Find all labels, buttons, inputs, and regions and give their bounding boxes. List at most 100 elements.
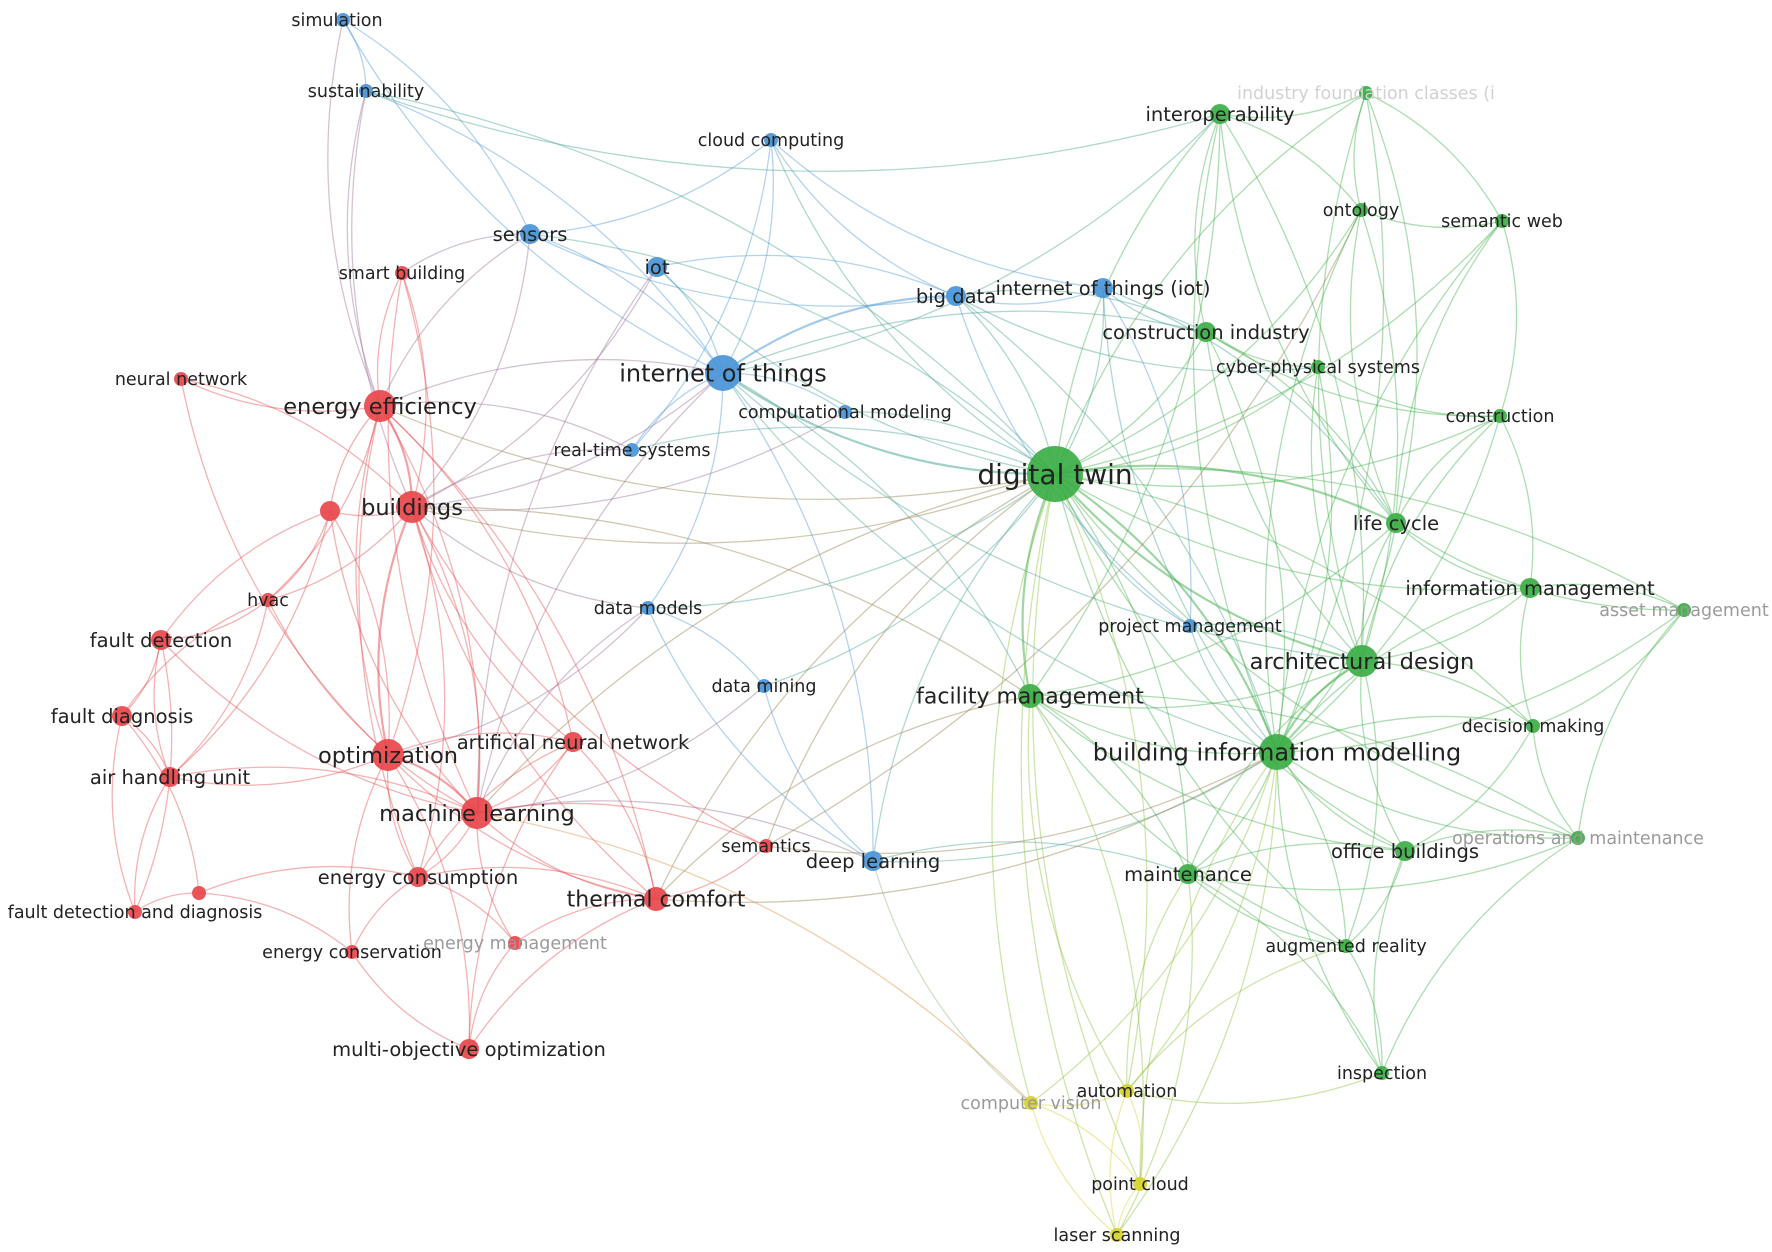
edge-computer-vision-automation [1030, 1090, 1128, 1107]
edge-optimization-energy-conservation [348, 754, 389, 953]
edge-asset-management-decision-making [1532, 609, 1685, 727]
node-cloud-computing[interactable] [764, 133, 778, 147]
edge-sustainability-digital-twin [365, 90, 1056, 475]
node-hvac[interactable] [261, 593, 275, 607]
node-computational-modeling[interactable] [838, 405, 852, 419]
node-real-time-systems[interactable] [625, 443, 639, 457]
edge-internet-of-things-interoperability [722, 113, 1221, 374]
label-neural-network: neural network [115, 370, 248, 390]
edge-ontology-semantic-web [1360, 209, 1503, 229]
node-information-management[interactable] [1520, 578, 1540, 598]
edge-ontology-building-information-modelling [1264, 209, 1362, 753]
edge-hvac-fault-detection [160, 599, 269, 641]
node-air-handling-unit[interactable] [160, 767, 180, 787]
node-thermal-comfort[interactable] [644, 887, 668, 911]
edge-buildings-digital-twin [411, 473, 1056, 544]
edge-neural-network-optimization [180, 378, 389, 756]
node-internet-of-things[interactable] [705, 355, 741, 391]
node-life-cycle[interactable] [1386, 513, 1406, 533]
node-semantic-web[interactable] [1495, 214, 1509, 228]
node-energy-management[interactable] [508, 936, 522, 950]
node-simulation[interactable] [336, 13, 350, 27]
node-fault-detection-and-diagnosis[interactable] [128, 905, 142, 919]
edge-buildings-semantics [411, 506, 767, 847]
label-information-management: information management [1405, 577, 1655, 600]
node-digital-twin[interactable] [1027, 446, 1083, 502]
node-facility-management[interactable] [1018, 684, 1042, 708]
edge-smart-building-optimization [387, 272, 435, 756]
edge-project-management-architectural-design [1189, 623, 1363, 662]
node-fault-detection[interactable] [151, 630, 171, 650]
edge-point-cloud-digital-twin [1032, 473, 1141, 1185]
edge-buildings-energy-consumption [411, 506, 446, 878]
edge-building-information-modelling-augmented-reality [1276, 751, 1347, 947]
node-artificial-neural-network[interactable] [563, 732, 583, 752]
edge-semantics-digital-twin [765, 473, 1056, 847]
node-internet-of-things-iot[interactable] [1093, 278, 1113, 298]
edge-internet-of-things-digital-twin [722, 372, 1056, 476]
node-unlabeled-red[interactable] [320, 501, 340, 521]
node-iot[interactable] [647, 257, 667, 277]
node-construction[interactable] [1493, 409, 1507, 423]
node-energy-efficiency[interactable] [364, 390, 396, 422]
edge-interoperability-facility-management [1029, 113, 1221, 697]
edge-internet-of-things-iot-digital-twin [1054, 287, 1105, 475]
node-construction-industry[interactable] [1196, 322, 1216, 342]
edge-interoperability-building-information-modelling [1192, 113, 1278, 753]
node-semantics[interactable] [759, 839, 773, 853]
node-data-models[interactable] [641, 601, 655, 615]
node-neural-network[interactable] [174, 372, 188, 386]
node-energy-conservation[interactable] [345, 945, 359, 959]
node-decision-making[interactable] [1526, 719, 1540, 733]
edge-facility-management-building-information-modelling [1029, 695, 1278, 755]
edge-architectural-design-decision-making [1361, 660, 1534, 727]
edge-computer-vision-machine-learning [476, 812, 1032, 1104]
node-ontology[interactable] [1354, 203, 1368, 217]
edge-digital-twin-facility-management [1021, 473, 1057, 697]
edge-computer-vision-building-information-modelling [1030, 751, 1278, 1104]
edge-machine-learning-digital-twin [476, 473, 1056, 814]
node-cyber-physical-systems[interactable] [1311, 360, 1325, 374]
edge-computational-modeling-digital-twin [844, 411, 1056, 475]
node-buildings[interactable] [396, 491, 428, 523]
node-laser-scanning[interactable] [1110, 1228, 1124, 1242]
edge-buildings-thermal-comfort [411, 506, 657, 900]
node-inspection[interactable] [1375, 1066, 1389, 1080]
edge-internet-of-things-machine-learning [476, 372, 724, 814]
node-data-mining[interactable] [757, 679, 771, 693]
node-sensors[interactable] [520, 224, 540, 244]
node-multi-objective-optimization[interactable] [459, 1039, 479, 1059]
edge-maintenance-office-buildings [1187, 842, 1406, 875]
node-interoperability[interactable] [1210, 104, 1230, 124]
node-office-buildings[interactable] [1395, 841, 1415, 861]
edge-computer-vision-deep-learning [872, 860, 1032, 1104]
edge-big-data-construction-industry [955, 289, 1207, 333]
node-optimization[interactable] [372, 739, 404, 771]
node-operations-and-maintenance[interactable] [1571, 831, 1585, 845]
edge-building-information-modelling-maintenance [1187, 751, 1278, 875]
node-computer-vision[interactable] [1024, 1096, 1038, 1110]
edge-maintenance-automation [1126, 873, 1189, 1092]
label-computer-vision: computer vision [961, 1094, 1102, 1114]
node-architectural-design[interactable] [1346, 645, 1378, 677]
node-sustainability[interactable] [359, 84, 373, 98]
edge-internet-of-things-data-models [647, 372, 724, 609]
node-point-cloud[interactable] [1133, 1177, 1147, 1191]
node-industry-foundation-classes[interactable] [1359, 86, 1373, 100]
edge-energy-consumption-energy-conservation [351, 876, 419, 953]
node-project-management[interactable] [1183, 619, 1197, 633]
node-unlabeled-red2[interactable] [192, 886, 206, 900]
node-automation[interactable] [1120, 1084, 1134, 1098]
edge-sensors-big-data [529, 233, 957, 307]
node-smart-building[interactable] [395, 266, 409, 280]
node-big-data[interactable] [946, 286, 966, 306]
node-deep-learning[interactable] [863, 851, 883, 871]
edge-hvac-fault-diagnosis [121, 599, 269, 717]
node-asset-management[interactable] [1677, 603, 1691, 617]
node-machine-learning[interactable] [461, 797, 493, 829]
node-maintenance[interactable] [1178, 864, 1198, 884]
node-building-information-modelling[interactable] [1259, 734, 1295, 770]
node-energy-consumption[interactable] [408, 867, 428, 887]
node-augmented-reality[interactable] [1339, 939, 1353, 953]
node-fault-diagnosis[interactable] [112, 706, 132, 726]
